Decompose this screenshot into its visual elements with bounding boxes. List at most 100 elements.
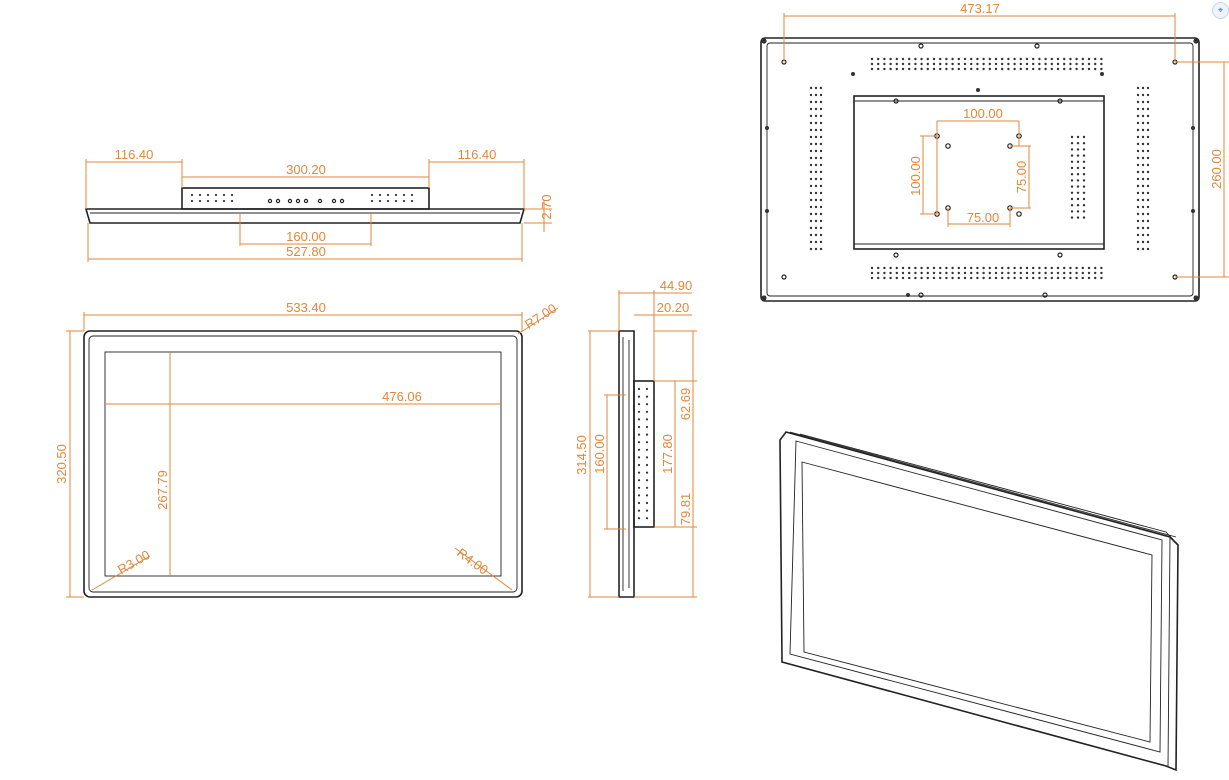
vent-hole [378,199,382,203]
vent-hole [1082,191,1086,194]
vent-hole [1056,271,1060,275]
port-hole [267,198,273,204]
vent-hole [963,276,967,280]
vent-hole [920,67,923,71]
vent-hole [976,62,979,66]
vent-hole [895,276,898,280]
vent-hole [819,170,823,174]
vent-hole [819,100,823,104]
vent-hole [1082,204,1086,207]
vent-hole [889,266,892,270]
vent-hole [814,212,818,216]
front-view-frame [83,330,523,598]
port-hole [303,198,309,204]
vent-hole [1100,57,1103,61]
screw-hole [851,72,855,76]
screenshot-icon[interactable]: ⌖ [1212,2,1229,19]
vent-hole [1025,67,1029,71]
side-view: 44.90 20.20 314.50 160.00 62.69 177.80 7… [574,278,697,598]
vent-hole [914,271,917,275]
vent-hole [819,233,823,237]
front-corner-radius-label: R7.00 [522,300,559,331]
vent-hole [1136,191,1140,195]
vent-hole [1146,142,1150,146]
vent-hole [1141,247,1145,251]
vent-hole [1146,128,1150,132]
vent-hole [1146,233,1150,237]
vent-hole [1082,166,1086,170]
vent-hole [1044,57,1047,61]
vent-hole [1141,142,1145,146]
vent-hole [1069,266,1072,270]
vent-hole [945,67,948,71]
vent-hole [1070,185,1074,188]
vent-hole [988,266,991,270]
vent-hole [809,198,813,202]
vent-hole [1070,204,1074,207]
vent-hole [1070,179,1074,182]
vent-hole [1001,271,1004,275]
vent-hole [814,226,818,230]
vesa-hole [945,143,951,149]
vent-hole [926,271,929,275]
vent-hole [877,62,880,66]
vent-hole [1094,57,1097,61]
vent-hole [1081,266,1085,270]
vent-hole [370,193,374,197]
vent-hole [957,276,960,280]
vent-hole [819,247,823,251]
vent-hole [1070,148,1074,151]
vent-hole [814,121,818,125]
vent-hole [645,456,649,459]
vent-hole [809,121,813,125]
vent-hole [901,67,905,71]
rear-overall-width-label: 473.17 [960,1,1000,16]
vent-hole [1082,216,1086,219]
vent-hole [1141,107,1145,111]
vent-hole [645,433,649,436]
vent-hole [814,177,818,181]
vent-hole [809,184,813,188]
isometric-view [779,431,1179,772]
vent-hole [1076,160,1080,163]
vent-hole [814,184,818,188]
vent-hole [637,517,641,520]
vent-hole [939,57,942,61]
vent-hole [809,86,813,90]
top-view-vent-holes [190,193,414,204]
front-display-height-label: 267.79 [155,470,170,510]
vent-hole [1063,271,1066,275]
vent-hole [814,93,818,97]
vent-hole [1044,271,1047,275]
vent-hole [951,271,954,275]
vent-hole [206,199,210,203]
vent-hole [901,276,905,280]
vent-hole [1007,67,1010,71]
vent-hole [1056,266,1060,270]
vent-hole [230,199,234,203]
vent-hole [970,57,973,61]
vent-hole [1146,184,1150,188]
vent-hole [901,266,905,270]
vent-hole [1050,57,1054,61]
vent-hole [945,266,948,270]
front-view: 533.40 R7.00 476.06 320.50 267.79 R3.00 … [54,300,559,598]
vent-hole [908,276,911,280]
vent-hole [1146,247,1150,251]
vent-hole [190,199,194,203]
vent-hole [1094,266,1097,270]
vent-hole [809,114,813,118]
vent-hole [1025,266,1029,270]
vent-hole [819,128,823,132]
vent-hole [963,57,967,61]
vent-hole [386,199,390,203]
vent-hole [819,121,823,125]
vent-hole [809,100,813,104]
vent-hole [1050,276,1054,280]
vent-hole [1001,62,1004,66]
vent-hole [1056,57,1060,61]
vent-hole [895,271,898,275]
vent-hole [1141,135,1145,139]
vent-hole [814,142,818,146]
vent-hole [1146,114,1150,118]
